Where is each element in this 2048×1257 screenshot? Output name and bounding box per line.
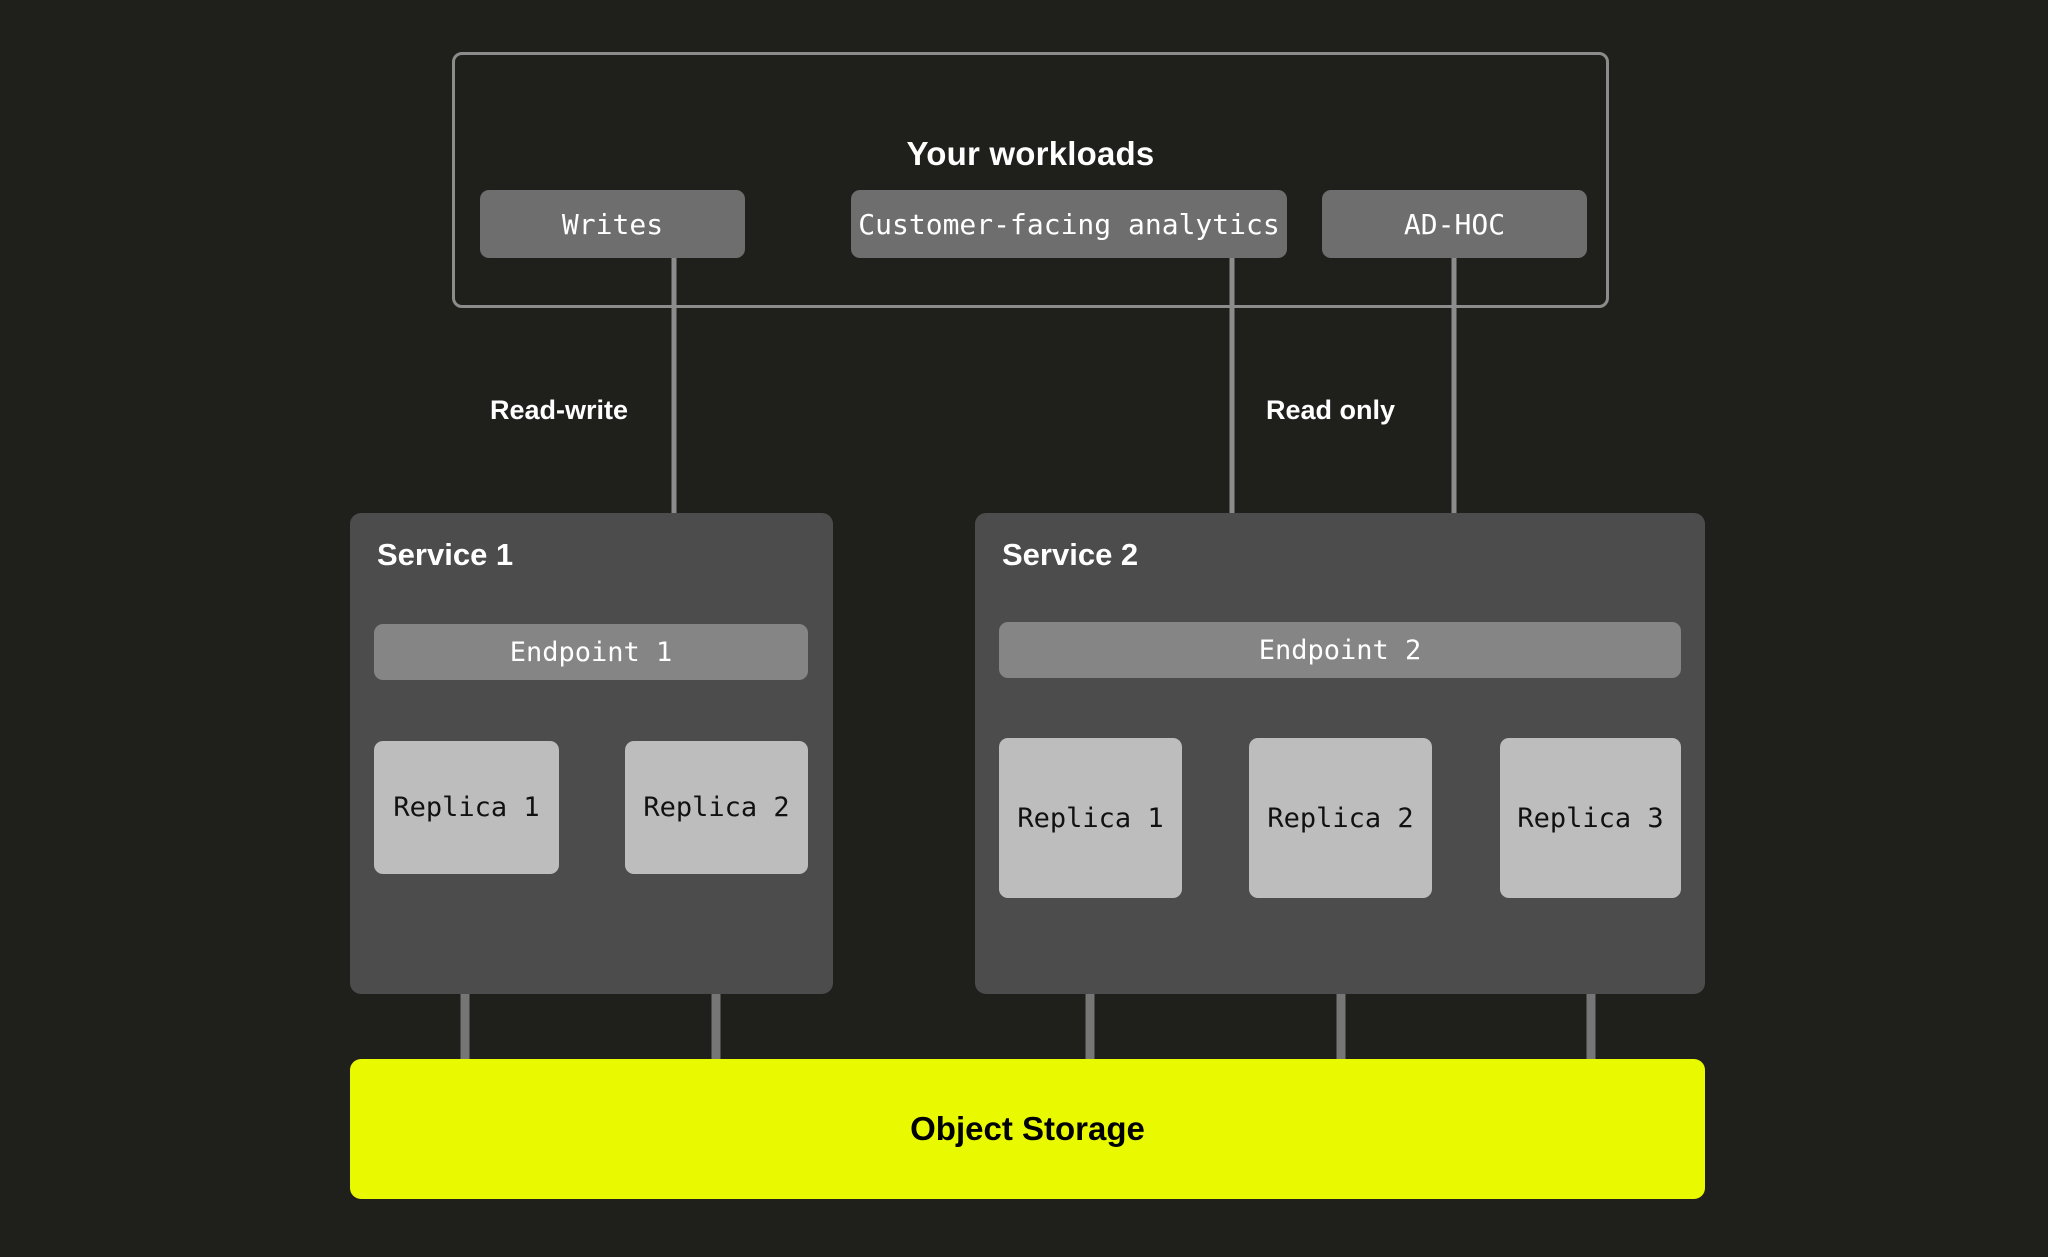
service-1-replica-2[interactable]: Replica 2 — [625, 741, 808, 874]
workload-chip-writes[interactable]: Writes — [480, 190, 745, 258]
service-2-title: Service 2 — [1002, 537, 1139, 572]
your-workloads-title: Your workloads — [906, 135, 1155, 172]
your-workloads-container: Your workloads — [452, 52, 1609, 308]
edge-label-read-only: Read only — [1266, 395, 1396, 425]
service-2-replica-3[interactable]: Replica 3 — [1500, 738, 1681, 898]
edge-label-read-write: Read-write — [490, 395, 629, 425]
service-2-endpoint[interactable]: Endpoint 2 — [999, 622, 1681, 678]
service-1-replica-1[interactable]: Replica 1 — [374, 741, 559, 874]
service-2-box: Service 2 Endpoint 2 Replica 1 Replica 2… — [975, 513, 1705, 994]
workload-chip-customer-facing-analytics[interactable]: Customer-facing analytics — [851, 190, 1287, 258]
service-1-endpoint[interactable]: Endpoint 1 — [374, 624, 808, 680]
service-1-box: Service 1 Endpoint 1 Replica 1 Replica 2 — [350, 513, 833, 994]
service-2-replica-1[interactable]: Replica 1 — [999, 738, 1182, 898]
service-1-title: Service 1 — [377, 537, 514, 572]
service-2-replica-2[interactable]: Replica 2 — [1249, 738, 1432, 898]
object-storage-bar[interactable]: Object Storage — [350, 1059, 1705, 1199]
workload-chip-ad-hoc[interactable]: AD-HOC — [1322, 190, 1587, 258]
